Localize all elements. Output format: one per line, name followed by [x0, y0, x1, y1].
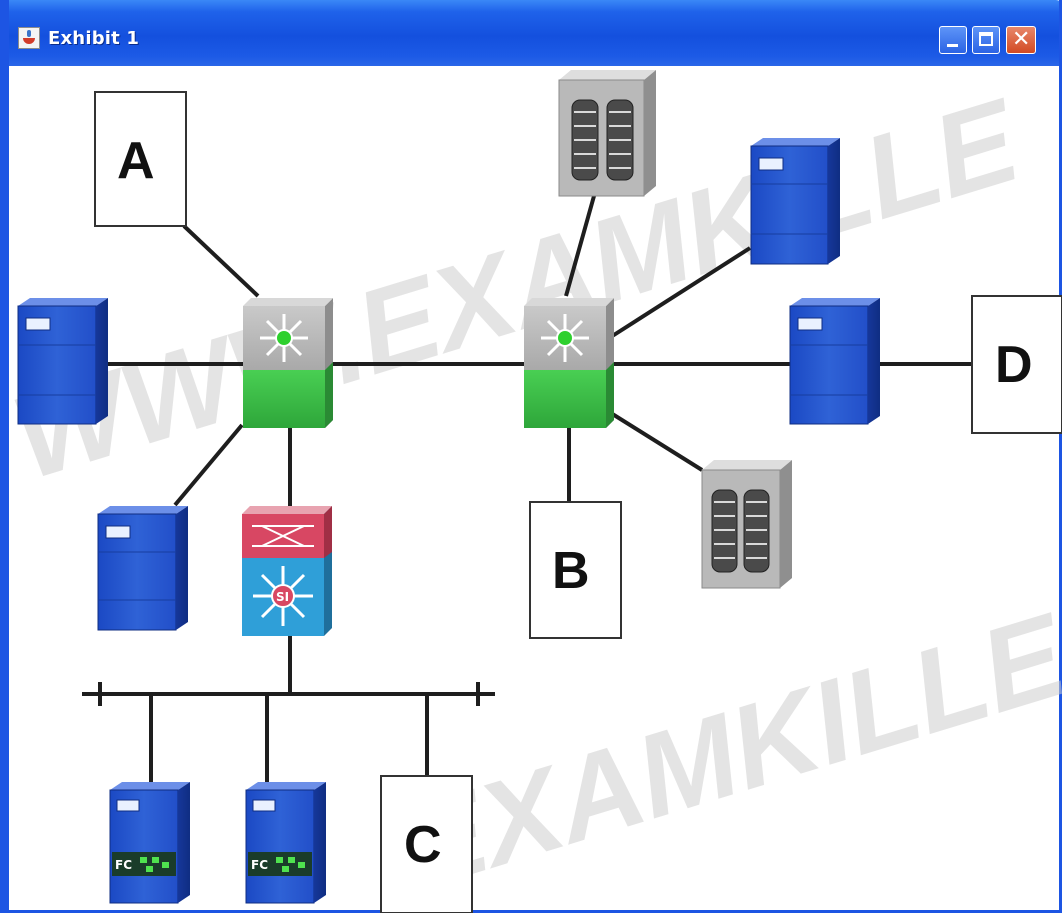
watermark-lower: EXAMKILLE	[389, 588, 1062, 913]
fc-label: FC	[251, 858, 268, 872]
fc-port-icon	[140, 857, 169, 872]
label-a: A	[117, 132, 155, 190]
close-icon: ✕	[1012, 27, 1031, 52]
label-box-d: D	[971, 295, 1062, 434]
storage-array-low	[701, 460, 792, 589]
si-label: SI	[276, 590, 289, 604]
label-b: B	[552, 542, 590, 600]
label-box-c: C	[380, 775, 473, 913]
label-d: D	[995, 336, 1033, 394]
fc-server-1: FC	[109, 782, 190, 904]
crossbar-icon	[252, 525, 314, 547]
server-low-left	[97, 506, 188, 631]
storage-array-top	[558, 70, 656, 197]
network-diagram: WWW.EXAMKILLE EXAMKILLE A B C D	[0, 70, 1062, 913]
server-left	[17, 298, 108, 425]
multilayer-switch-right	[524, 298, 614, 428]
multilayer-switch-left	[243, 298, 333, 428]
network-links	[82, 195, 972, 782]
fc-server-2: FC	[245, 782, 326, 904]
link-switch2-server-top	[604, 246, 752, 342]
label-box-b: B	[529, 501, 622, 639]
fc-label: FC	[115, 858, 132, 872]
label-box-a: A	[94, 91, 187, 227]
label-c: C	[404, 816, 442, 874]
minimize-icon	[947, 44, 958, 47]
link-a-switch1	[182, 224, 260, 298]
link-switch1-server-low	[173, 423, 244, 507]
maximize-button[interactable]	[972, 26, 1000, 54]
fc-port-icon	[276, 857, 305, 872]
server-d	[789, 298, 880, 425]
minimize-button[interactable]	[939, 26, 967, 54]
maximize-icon	[979, 32, 993, 46]
server-top-right	[750, 138, 840, 265]
java-cup-icon	[18, 27, 40, 49]
link-switch2-storage-low	[604, 408, 704, 472]
link-storage-top-switch2	[564, 195, 596, 297]
title-bar[interactable]: Exhibit 1 ✕	[9, 0, 1059, 66]
layer3-switch-si: SI	[242, 506, 332, 636]
window-title: Exhibit 1	[48, 28, 140, 49]
close-button[interactable]: ✕	[1006, 26, 1036, 54]
